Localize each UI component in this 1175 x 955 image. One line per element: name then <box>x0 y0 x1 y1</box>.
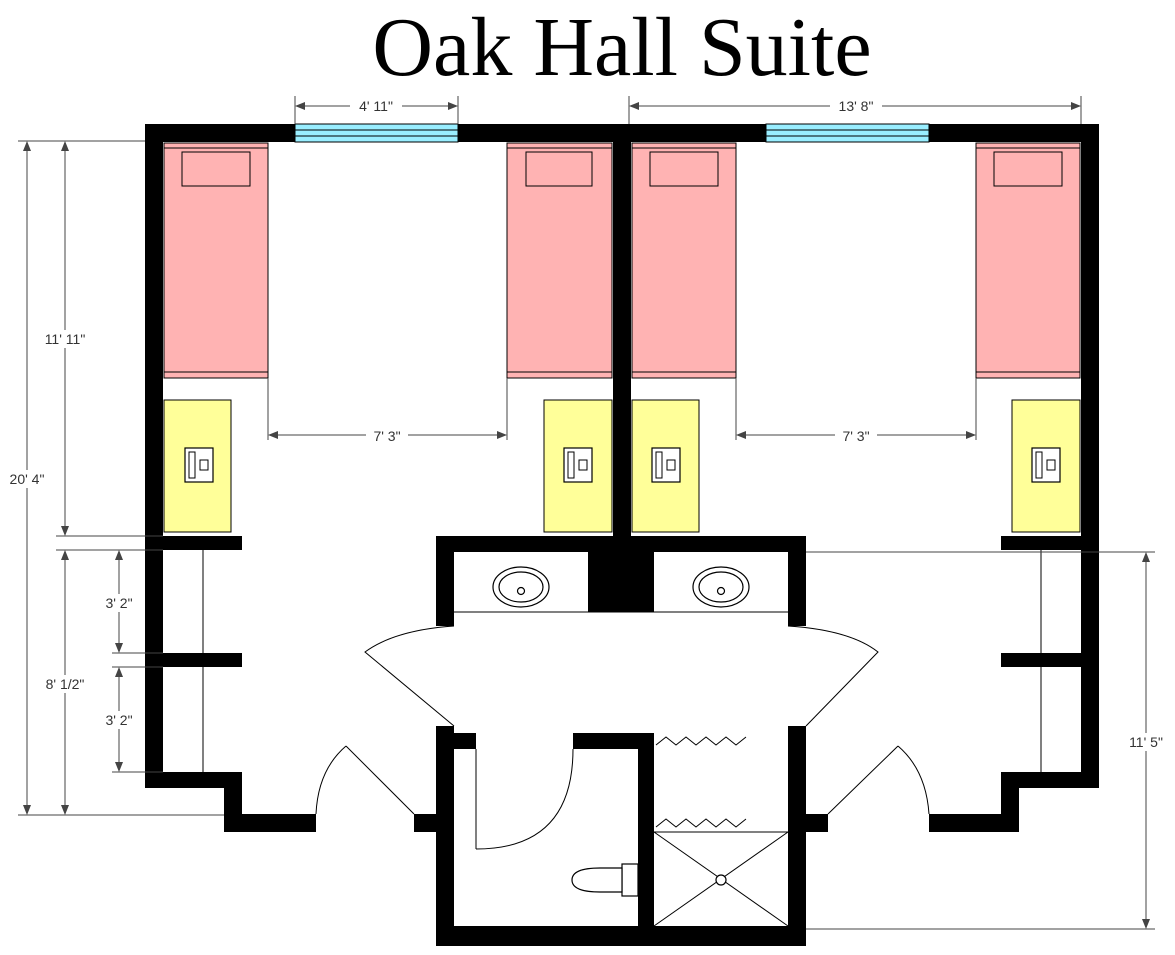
sink-center-block <box>588 536 654 612</box>
outer-left-wall <box>145 124 163 788</box>
dim-bedroom-depth: 11' 11" <box>45 331 86 347</box>
doors <box>315 745 930 850</box>
shower-curtain-top <box>655 736 747 746</box>
bath-entry-stub-left <box>414 814 454 832</box>
shower-curtain-bottom <box>655 818 747 828</box>
dim-closet-lower: 3' 2" <box>105 712 132 728</box>
dim-right-room-width: 13' 8" <box>839 98 874 114</box>
desk-4 <box>1011 399 1081 533</box>
dim-bath-depth: 11' 5" <box>1129 734 1163 750</box>
center-divider-wall <box>613 124 631 536</box>
sink-left-wall <box>436 536 454 626</box>
bath-right-wall <box>788 726 806 946</box>
right-bedroom-bottom-wall <box>1001 536 1099 550</box>
closets <box>202 550 1042 772</box>
pillow <box>993 151 1063 187</box>
top-wall-right <box>929 124 1099 142</box>
bed-4 <box>975 142 1081 379</box>
dim-closet-upper: 3' 2" <box>105 595 132 611</box>
windows <box>294 123 930 143</box>
left-bedroom-bottom-wall <box>145 536 242 550</box>
pillow <box>181 151 251 187</box>
left-step-wall-1 <box>145 772 242 788</box>
dim-bed-gap-left: 7' 3" <box>373 428 400 444</box>
beds <box>163 142 1081 379</box>
dim-bed-gap-right: 7' 3" <box>842 428 869 444</box>
outer-right-wall <box>1081 124 1099 788</box>
walls <box>145 124 1099 946</box>
right-window <box>765 123 930 143</box>
dim-closet-total: 8' 1/2" <box>46 676 85 692</box>
bath-entry-stub-right <box>788 814 828 832</box>
right-entry-door <box>827 745 899 815</box>
bath-top-wall <box>573 733 654 749</box>
pillow <box>525 151 593 187</box>
right-step-wall-1 <box>1001 772 1099 788</box>
bed-2 <box>506 142 613 379</box>
desk-2 <box>543 399 613 533</box>
sink-right <box>692 566 750 608</box>
dim-total-depth: 20' 4" <box>10 471 45 487</box>
top-wall-middle <box>458 124 766 142</box>
bath-bottom-wall <box>436 926 806 946</box>
vanity-door-right <box>787 625 879 727</box>
vanity <box>364 566 879 727</box>
plan-title: Oak Hall Suite <box>372 1 871 94</box>
desk-3 <box>631 399 700 533</box>
right-closet-shelf <box>1001 653 1099 667</box>
bath-left-wall <box>436 726 454 946</box>
left-window <box>294 123 459 143</box>
shower-drain <box>715 874 727 886</box>
left-closet-shelf <box>145 653 242 667</box>
sink-right-wall <box>788 536 806 626</box>
left-step-wall-3 <box>224 814 316 832</box>
bath-door-stub-left <box>454 733 476 749</box>
left-entry-door <box>345 745 415 815</box>
pillow <box>649 151 719 187</box>
vanity-door-left <box>364 625 455 727</box>
desk-1 <box>163 399 232 533</box>
dimension-labels: 4' 11" 13' 8" 11' 11" 20' 4" 3' 2" 3' 2"… <box>4 97 1168 751</box>
top-wall-left <box>145 124 295 142</box>
right-step-wall-3 <box>929 814 1019 832</box>
desks <box>163 399 1081 533</box>
shower <box>653 736 789 927</box>
dim-left-window: 4' 11" <box>359 98 393 114</box>
bed-1 <box>163 142 269 379</box>
toilet <box>571 863 639 897</box>
bath-divider-wall <box>638 733 654 946</box>
bed-3 <box>631 142 737 379</box>
sink-left <box>492 566 550 608</box>
